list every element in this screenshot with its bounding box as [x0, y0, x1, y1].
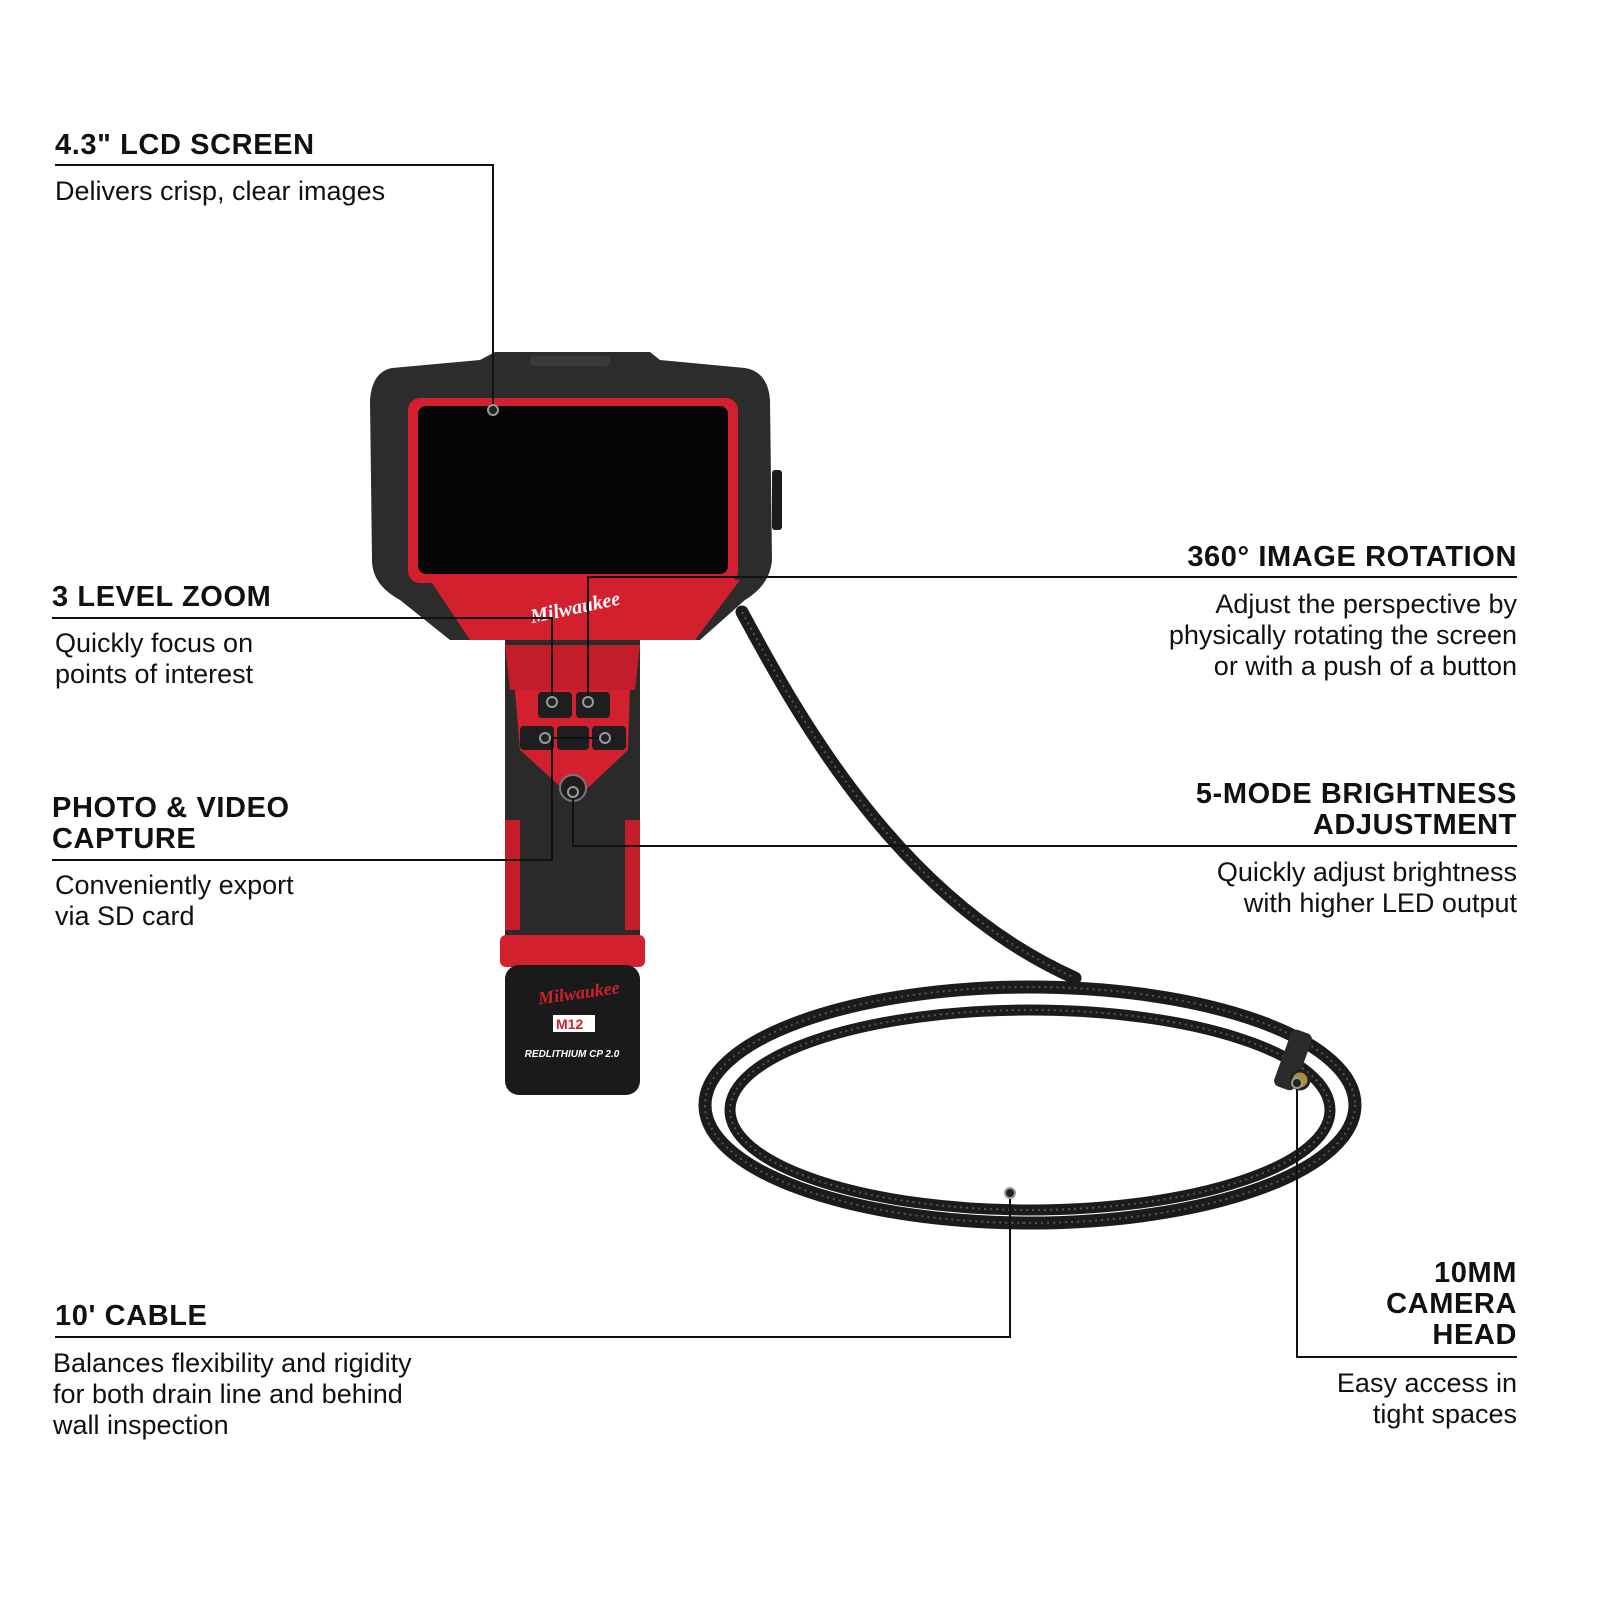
callout-desc: physically rotating the screen [1168, 620, 1517, 650]
callout-title: PHOTO & VIDEO [52, 792, 290, 824]
callout-desc: wall inspection [53, 1410, 229, 1440]
leader-lines [52, 164, 1517, 1358]
callout-title: 10' CABLE [55, 1300, 208, 1332]
callout-title: HEAD [1432, 1319, 1517, 1351]
scope-device: Milwaukee Milwaukee M12 REDLITHIUM CP 2.… [370, 352, 782, 1095]
callout-desc: via SD card [55, 901, 195, 931]
callout-title: CAPTURE [52, 823, 197, 855]
callout-desc: points of interest [55, 659, 254, 689]
battery-line: REDLITHIUM CP 2.0 [525, 1049, 620, 1060]
callout-desc: for both drain line and behind [53, 1379, 403, 1409]
battery-label: M12 [556, 1016, 583, 1032]
callout-desc: Balances flexibility and rigidity [53, 1348, 412, 1378]
callout-desc: Quickly focus on [55, 628, 254, 658]
callout-desc: Easy access in [1336, 1368, 1517, 1398]
callout-title: 360° IMAGE ROTATION [1187, 541, 1517, 573]
callout-title: 4.3" LCD SCREEN [55, 129, 315, 161]
callout-title: 3 LEVEL ZOOM [52, 581, 272, 613]
cable-texture [704, 611, 1356, 1224]
callout-desc: Adjust the perspective by [1215, 589, 1517, 619]
leader-dots [487, 404, 1303, 1199]
battery-ring [500, 935, 645, 967]
callout-desc: Quickly adjust brightness [1216, 857, 1517, 887]
callout-desc: or with a push of a button [1213, 651, 1517, 681]
callout-title: CAMERA [1386, 1288, 1517, 1320]
photo-button [520, 726, 554, 750]
callout-title: ADJUSTMENT [1312, 809, 1517, 841]
red-wedge [430, 580, 740, 640]
callout-desc: Conveniently export [55, 870, 294, 900]
callout-desc: tight spaces [1372, 1399, 1517, 1429]
callout-desc: Delivers crisp, clear images [55, 176, 386, 206]
callout-title: 10MM [1434, 1257, 1517, 1289]
callout-title: 5-MODE BRIGHTNESS [1195, 778, 1517, 810]
callout-desc: with higher LED output [1243, 888, 1517, 918]
lcd-screen [418, 406, 728, 574]
